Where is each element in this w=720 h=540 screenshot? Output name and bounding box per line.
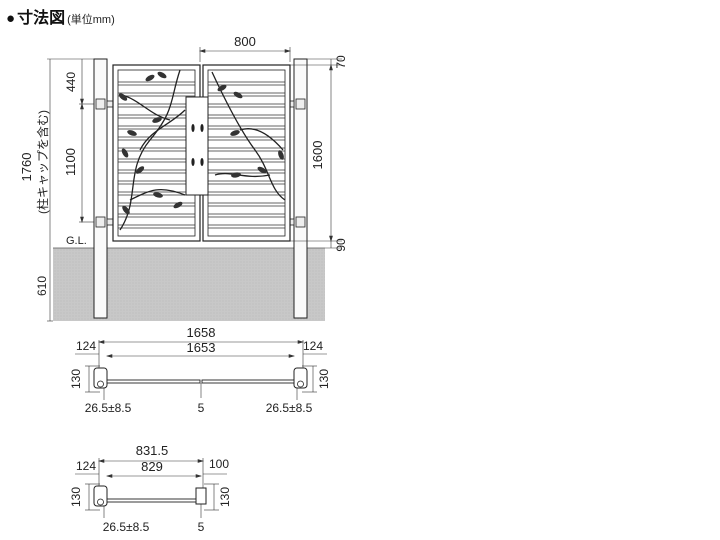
plan-single-post-right: 100 <box>209 457 229 471</box>
plan-double-inner: 1653 <box>187 340 216 355</box>
unit-label: (単位mm) <box>67 14 115 26</box>
plan-double-post-left: 124 <box>76 339 96 353</box>
plan-single-offset-left: 26.5±8.5 <box>103 520 150 534</box>
plan-single-right-stop <box>195 487 207 505</box>
below-grade-label: 610 <box>35 276 49 296</box>
ground-level-label: G.L. <box>66 235 87 247</box>
plan-double-view: 1658 1653 124 124 130 130 26.5±8.5 26.5±… <box>69 325 331 415</box>
plan-single-door <box>106 498 197 503</box>
plan-single-depth-left: 130 <box>69 487 83 507</box>
latch-plate <box>185 96 209 196</box>
right-post <box>293 58 308 319</box>
dim-door-width <box>198 47 292 62</box>
hinge-span-label: 1100 <box>63 148 78 176</box>
plan-double-overall: 1658 <box>187 325 216 340</box>
upper-gap-label: 440 <box>64 72 78 92</box>
plan-single-post-left: 124 <box>76 459 96 473</box>
leaf-decoration <box>118 71 284 215</box>
plan-single-inner: 829 <box>141 459 163 474</box>
plan-double-center-gap: 5 <box>198 401 205 415</box>
plan-double-offset-left: 26.5±8.5 <box>85 401 132 415</box>
plan-left-door <box>106 379 201 384</box>
figure-header: ● 寸法図 (単位mm) <box>6 4 115 27</box>
left-post <box>93 58 108 319</box>
plan-single-left-post <box>93 485 108 507</box>
plan-double-offset-right: 26.5±8.5 <box>266 401 313 415</box>
door-width-label: 800 <box>234 34 256 49</box>
dim-right-side <box>290 58 342 249</box>
elevation-view: 800 70 1600 90 1760 (柱キャップを含む) 4 <box>19 34 348 322</box>
door-height-label: 1600 <box>310 141 325 170</box>
plan-single-overall: 831.5 <box>136 443 169 458</box>
plan-double-post-right: 124 <box>303 339 323 353</box>
top-offset-label: 70 <box>334 55 348 69</box>
plan-right-door <box>201 379 295 384</box>
bottom-clearance-label: 90 <box>334 238 348 252</box>
total-height-label: 1760 <box>19 153 34 182</box>
plan-single-gap: 5 <box>198 520 205 534</box>
figure-title: 寸法図 <box>17 10 66 27</box>
plan-double-depth-left: 130 <box>69 369 83 389</box>
dim-left-side <box>47 58 94 322</box>
bullet-icon: ● <box>6 10 16 27</box>
plan-double-depth-right: 130 <box>317 369 331 389</box>
right-door-panel <box>202 64 291 242</box>
plan-single-view: 831.5 829 124 100 130 130 26.5±8.5 5 <box>69 443 232 534</box>
total-height-note: (柱キャップを含む) <box>35 110 50 214</box>
plan-left-post <box>93 367 108 389</box>
plan-right-post <box>293 367 308 389</box>
plan-single-depth-right: 130 <box>218 487 232 507</box>
vine-decoration <box>119 69 286 231</box>
